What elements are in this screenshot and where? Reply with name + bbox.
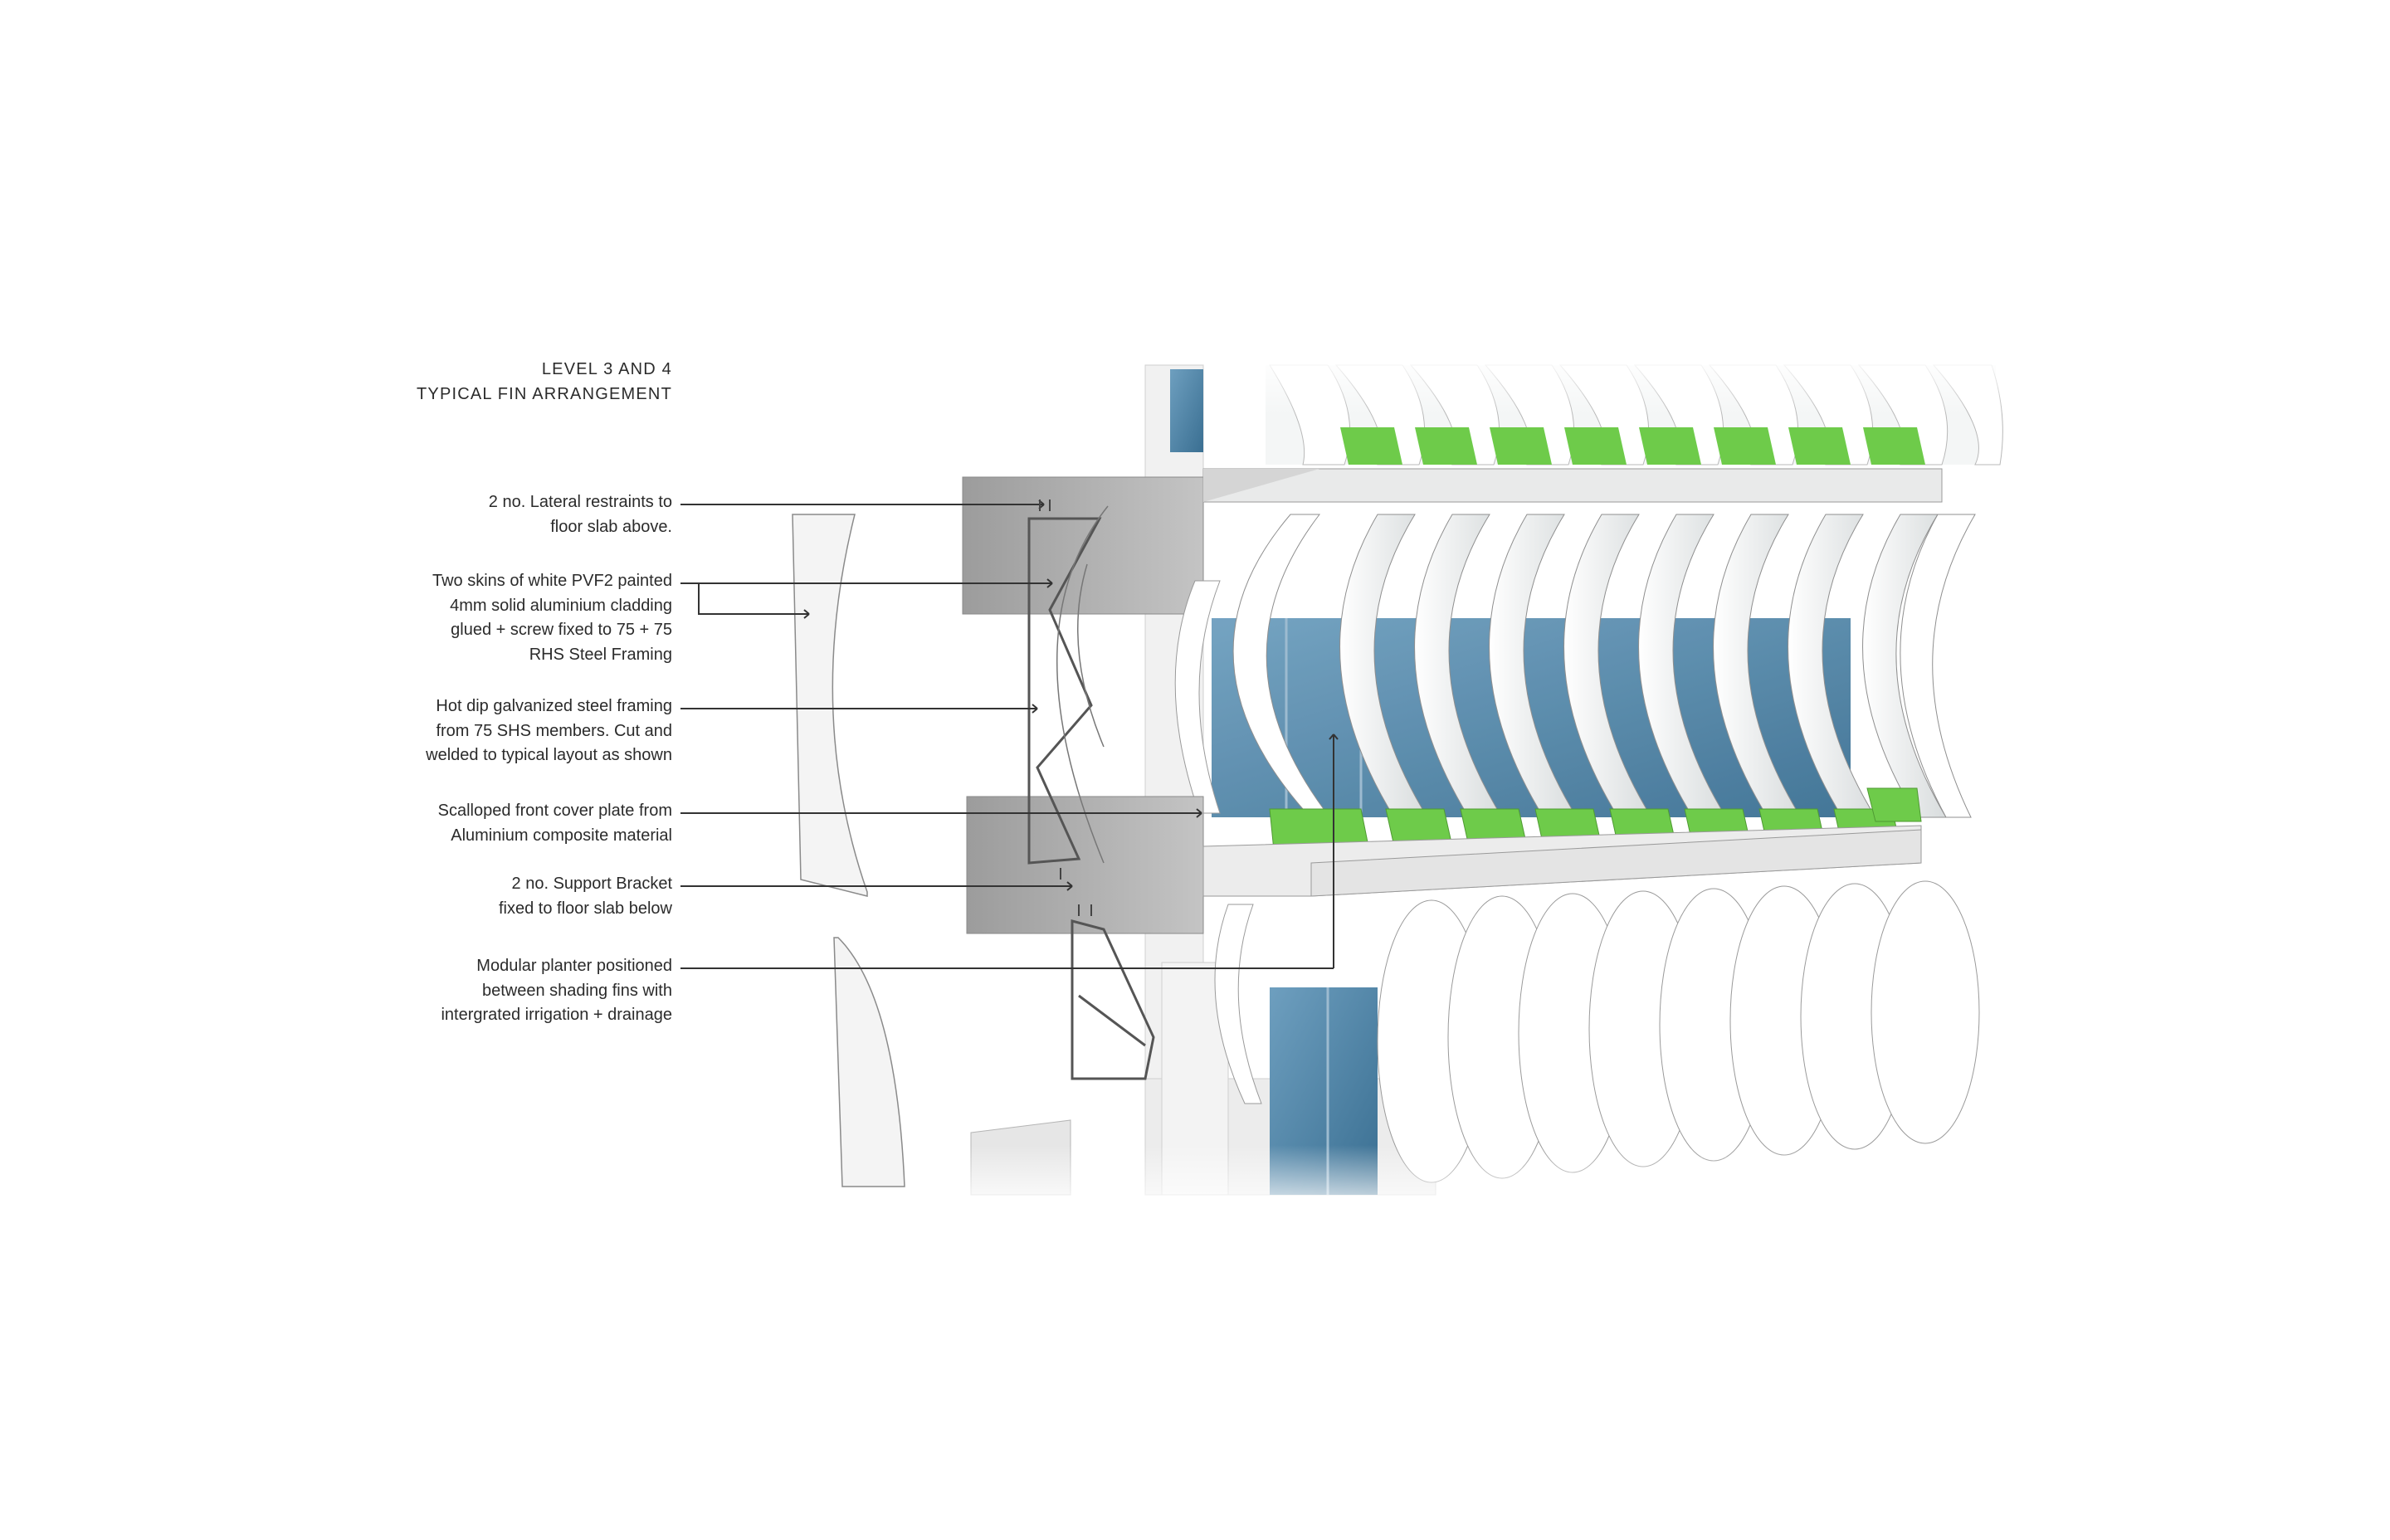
lower-slab-block	[954, 1119, 1137, 1211]
shading-fins-middle	[1174, 514, 1976, 818]
annotation-lateral-restraints: 2 no. Lateral restraints to floor slab a…	[489, 490, 672, 539]
floor-slab-below	[966, 796, 1922, 934]
upper-fins	[1266, 357, 2004, 465]
annotation-line: Scalloped front cover plate from	[437, 802, 672, 820]
annotation-line: between shading fins with	[481, 981, 672, 1000]
annotation-line: 2 no. Support Bracket	[511, 875, 672, 893]
leader-lines	[680, 500, 1339, 969]
diagram-title-line2: TYPICAL FIN ARRANGEMENT	[416, 385, 672, 403]
annotation-line: 2 no. Lateral restraints to	[488, 493, 672, 511]
annotation-line: Aluminium composite material	[451, 826, 672, 845]
annotation-line: from 75 SHS members. Cut and	[436, 721, 672, 740]
annotation-front-cover-plate: Scalloped front cover plate from Alumini…	[438, 799, 672, 848]
lower-level	[830, 880, 2025, 1220]
annotation-line: RHS Steel Framing	[529, 645, 672, 664]
diagram-title-line1: LEVEL 3 AND 4	[541, 360, 672, 378]
annotation-modular-planter: Modular planter positioned between shadi…	[441, 954, 672, 1028]
annotation-line: intergrated irrigation + drainage	[441, 1006, 672, 1024]
annotation-support-bracket: 2 no. Support Bracket fixed to floor sla…	[499, 872, 672, 921]
annotation-line: 4mm solid aluminium cladding	[450, 596, 672, 615]
annotation-cladding-skins: Two skins of white PVF2 painted 4mm soli…	[432, 569, 672, 667]
bracket-ticks	[1039, 500, 1092, 916]
annotation-steel-framing: Hot dip galvanized steel framing from 75…	[426, 694, 672, 768]
annotation-line: welded to typical layout as shown	[426, 746, 672, 764]
annotation-line: Hot dip galvanized steel framing	[436, 697, 672, 715]
annotation-line: Modular planter positioned	[476, 957, 672, 975]
annotation-line: floor slab above.	[550, 517, 672, 536]
cladding-skins-exploded	[792, 505, 1109, 1187]
annotation-line: glued + screw fixed to 75 + 75	[451, 621, 672, 639]
annotation-line: Two skins of white PVF2 painted	[432, 572, 672, 590]
annotation-line: fixed to floor slab below	[498, 899, 672, 918]
